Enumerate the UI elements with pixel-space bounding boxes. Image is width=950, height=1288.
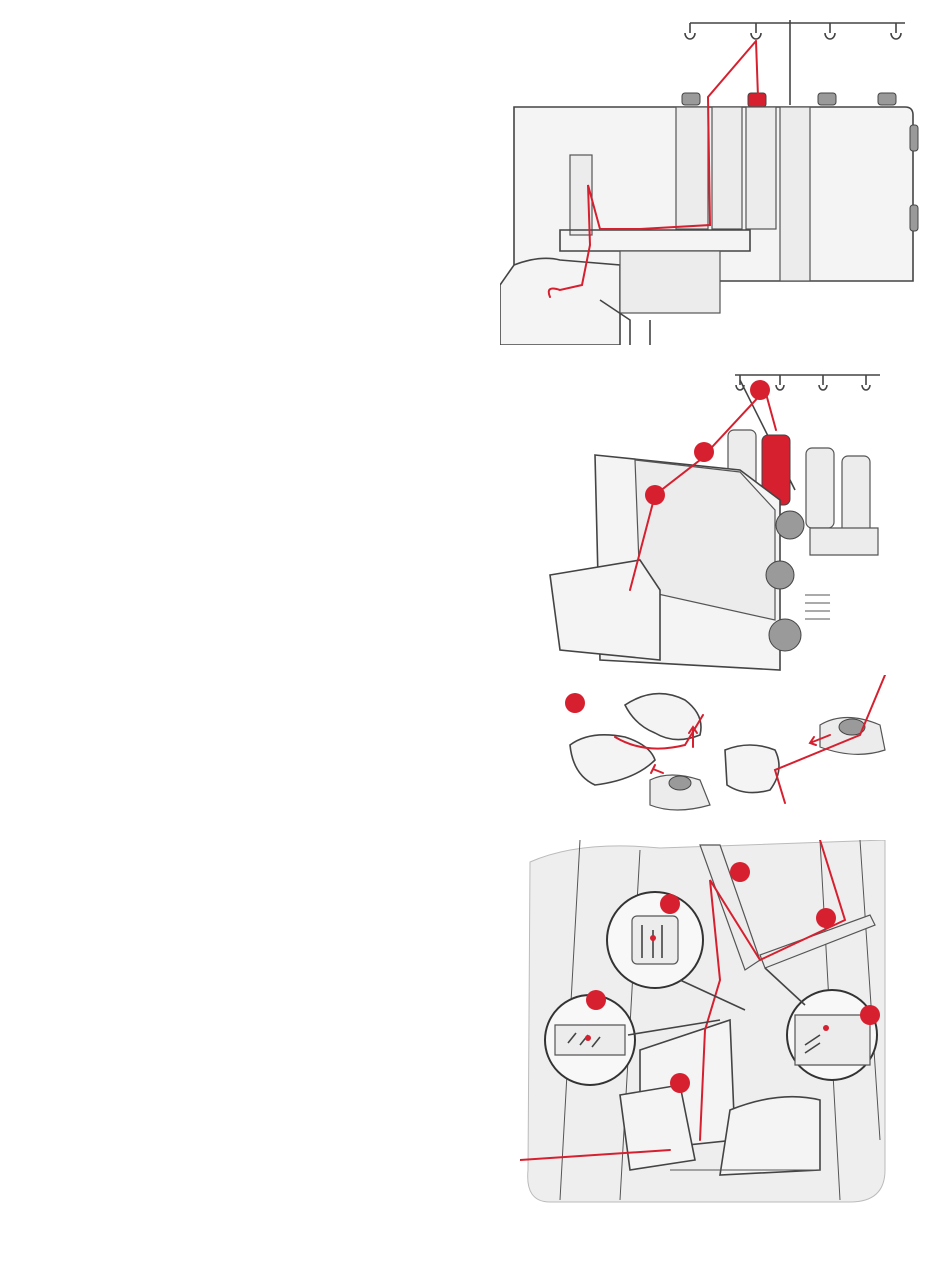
step-marker [860, 1005, 880, 1025]
thread-guide-loop [819, 375, 827, 390]
thread-path [756, 41, 758, 97]
needle-threading-illustration [520, 840, 888, 1205]
step-marker [816, 908, 836, 928]
figure-needle-threading [520, 840, 888, 1205]
hand-pull [725, 745, 779, 793]
tension-guide-detail [795, 1015, 870, 1065]
spool-cap-illustration [555, 675, 900, 820]
handwheel-knob [910, 125, 918, 151]
spool [806, 448, 834, 528]
thread-channel [676, 107, 708, 229]
front-cover [780, 107, 810, 281]
spool-top [818, 93, 836, 105]
hand-left [570, 735, 655, 785]
step-marker [660, 894, 680, 914]
step-marker [694, 442, 714, 462]
free-arm-opening [620, 251, 720, 313]
spool-holder [810, 528, 878, 555]
figure-spool-threading [540, 360, 890, 675]
thread-guide-loop [862, 375, 870, 390]
sewing-bed [550, 560, 660, 660]
step-marker [730, 862, 750, 882]
direction-arrow [651, 765, 663, 773]
thread-channel [712, 107, 742, 229]
spool-top [878, 93, 896, 105]
thread-guide-loop [825, 23, 835, 39]
guide-marker [585, 1035, 591, 1041]
thread-guide-loop [685, 23, 695, 39]
spool-cap-hole [669, 776, 691, 790]
step-marker [670, 1073, 690, 1093]
step-marker [565, 693, 585, 713]
spool-threading-illustration [540, 360, 890, 675]
needle-eye-marker [650, 935, 656, 941]
tension-dial [766, 561, 794, 589]
step-marker [750, 380, 770, 400]
thread-guide-loop [736, 375, 744, 390]
tension-dial [776, 511, 804, 539]
vent-grille [805, 595, 830, 619]
thread-channel [746, 107, 776, 229]
step-marker [645, 485, 665, 505]
handwheel [769, 619, 801, 651]
figure-front-threading [500, 15, 920, 345]
thread-guide-loop [751, 23, 761, 39]
front-threading-illustration [500, 15, 920, 345]
handwheel-knob [910, 205, 918, 231]
step-marker [586, 990, 606, 1010]
figure-spool-cap [555, 675, 900, 820]
guide-marker [823, 1025, 829, 1031]
spool-top [682, 93, 700, 105]
presser-foot [720, 1097, 820, 1175]
thread-guide-loop [891, 23, 901, 39]
thread-guide-loop [776, 375, 784, 390]
